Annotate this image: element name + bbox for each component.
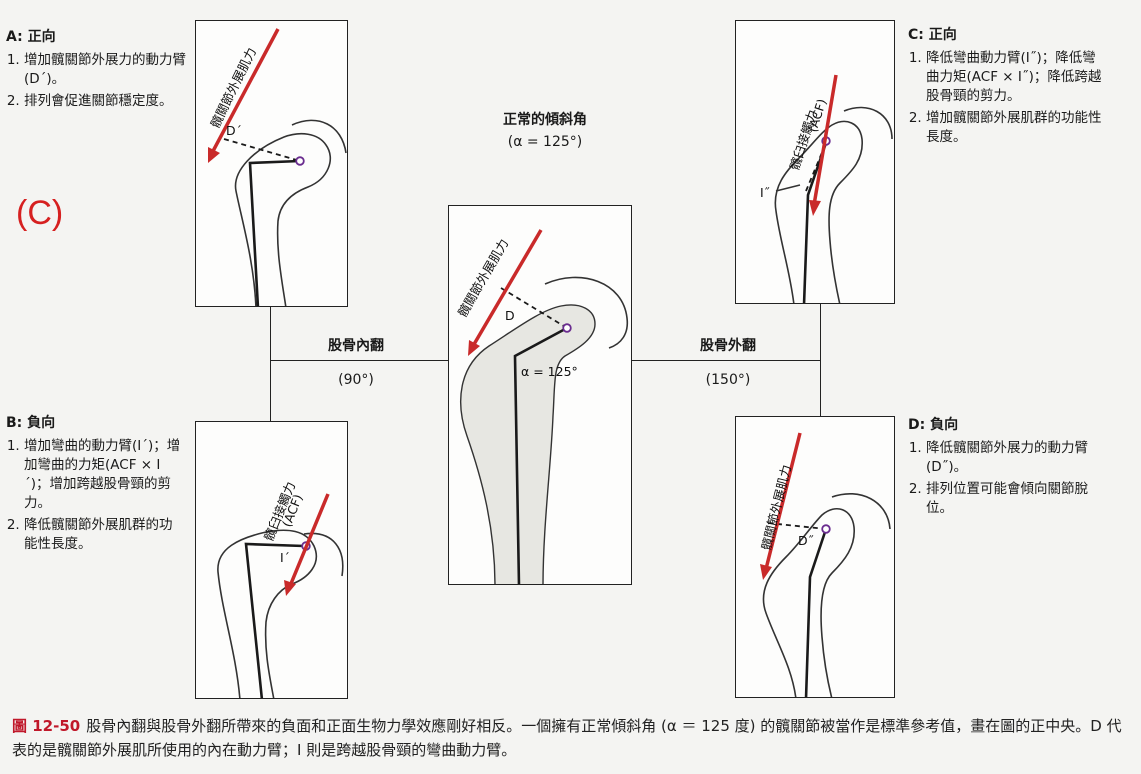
- note-a-item-1: 增加髖關節外展力的動力臂(D´)。: [24, 51, 188, 89]
- femur-outline: [774, 120, 863, 303]
- center-diagram: 髖關節外展肌力 D α = 125°: [448, 205, 632, 585]
- moment-arm-line: [223, 138, 301, 162]
- moment-arm-label: D´: [226, 123, 242, 138]
- note-d-item-2: 排列位置可能會傾向關節脫位。: [926, 480, 1104, 518]
- abductor-force-label: 髖關節外展肌力: [758, 463, 794, 552]
- connector-c-d: [820, 304, 821, 416]
- moment-arm-line: [500, 287, 568, 329]
- panel-a-diagram: 髖關節外展肌力 D´: [195, 20, 348, 307]
- note-d-item-1: 降低髖關節外展力的動力臂(D˝)。: [926, 439, 1104, 477]
- note-c-head: C: 正向: [908, 27, 957, 43]
- note-d-head: D: 負向: [908, 417, 959, 433]
- abductor-force-arrow: [210, 28, 280, 154]
- center-angle: (α = 125°): [507, 134, 583, 150]
- varus-angle: (90°): [338, 372, 374, 388]
- center-title: 正常的傾斜角: [503, 112, 587, 128]
- femur-axis: [244, 542, 305, 698]
- acetabulum-outline: [544, 276, 629, 349]
- inner-angle-label: α = 125°: [521, 364, 578, 379]
- abductor-force-arrowhead: [468, 340, 480, 356]
- note-b: B: 負向 增加彎曲的動力臂(I´)；增加彎曲的力矩(ACF × I´)；增加跨…: [6, 414, 184, 557]
- abductor-force-arrow: [471, 229, 543, 347]
- note-b-item-2: 降低髖關節外展肌群的功能性長度。: [24, 516, 184, 554]
- note-a: A: 正向 增加髖關節外展力的動力臂(D´)。 排列會促進關節穩定度。: [6, 28, 188, 114]
- femur-axis: [248, 159, 301, 306]
- acetabulum-outline: [843, 106, 893, 140]
- panel-tag: (C): [16, 194, 64, 232]
- femur-axis: [513, 326, 568, 584]
- hip-center: [562, 323, 572, 333]
- note-c: C: 正向 降低彎曲動力臂(I˝)；降低彎曲力矩(ACF × I˝)；降低跨越股…: [908, 26, 1104, 150]
- varus-title: 股骨內翻: [328, 338, 384, 354]
- bending-arm-pointer: [775, 184, 801, 192]
- abductor-force-arrowhead: [208, 147, 220, 163]
- acf-force-arrowhead: [809, 200, 821, 216]
- moment-arm-label: D: [505, 308, 515, 323]
- acf-force-arrowhead: [284, 580, 296, 596]
- acetabulum-outline: [291, 119, 347, 154]
- connector-left: [270, 360, 448, 361]
- note-c-item-1: 降低彎曲動力臂(I˝)；降低彎曲力矩(ACF × I˝)；降低跨越股骨頸的剪力。: [926, 49, 1104, 106]
- femur-outline: [234, 132, 332, 306]
- abductor-force-label: 髖關節外展肌力: [455, 236, 512, 319]
- abductor-force-arrowhead: [760, 564, 772, 580]
- panel-b-diagram: 髖臼接觸力 (ACF) I´: [195, 421, 348, 699]
- femur-outline: [762, 507, 855, 697]
- hip-center: [821, 524, 831, 534]
- abductor-force-label: 髖關節外展肌力: [207, 45, 259, 130]
- valgus-angle: (150°): [705, 372, 751, 388]
- bending-arm-label: I˝: [760, 185, 770, 200]
- hip-center: [295, 156, 305, 166]
- note-b-head: B: 負向: [6, 415, 56, 431]
- note-a-item-2: 排列會促進關節穩定度。: [24, 92, 188, 111]
- note-c-item-2: 增加髖關節外展肌群的功能性長度。: [926, 109, 1104, 147]
- valgus-title: 股骨外翻: [700, 338, 756, 354]
- note-a-head: A: 正向: [6, 29, 56, 45]
- figure-id: 圖 12-50: [12, 717, 81, 735]
- acetabulum-outline: [831, 493, 891, 530]
- acf-force-arrow: [812, 74, 838, 206]
- note-d: D: 負向 降低髖關節外展力的動力臂(D˝)。 排列位置可能會傾向關節脫位。: [908, 416, 1104, 521]
- femur-axis: [802, 142, 828, 303]
- bending-arm-label: I´: [280, 550, 290, 565]
- connector-right: [632, 360, 820, 361]
- abductor-force-arrow: [764, 432, 802, 570]
- moment-arm-label: D˝: [798, 533, 814, 548]
- acf-force-arrow: [288, 493, 330, 587]
- femur-axis: [804, 528, 828, 697]
- panel-d-diagram: 髖關節外展肌力 D˝: [735, 416, 895, 698]
- connector-a-b: [270, 306, 271, 422]
- femur-shaded: [460, 304, 596, 584]
- note-b-item-1: 增加彎曲的動力臂(I´)；增加彎曲的力矩(ACF × I´)；增加跨越股骨頸的剪…: [24, 437, 184, 513]
- panel-c-diagram: 髖臼接觸力 (ACF) I˝: [735, 20, 895, 304]
- figure-caption-text: 股骨內翻與股骨外翻所帶來的負面和正面生物力學效應剛好相反。一個擁有正常傾斜角 (…: [12, 717, 1122, 759]
